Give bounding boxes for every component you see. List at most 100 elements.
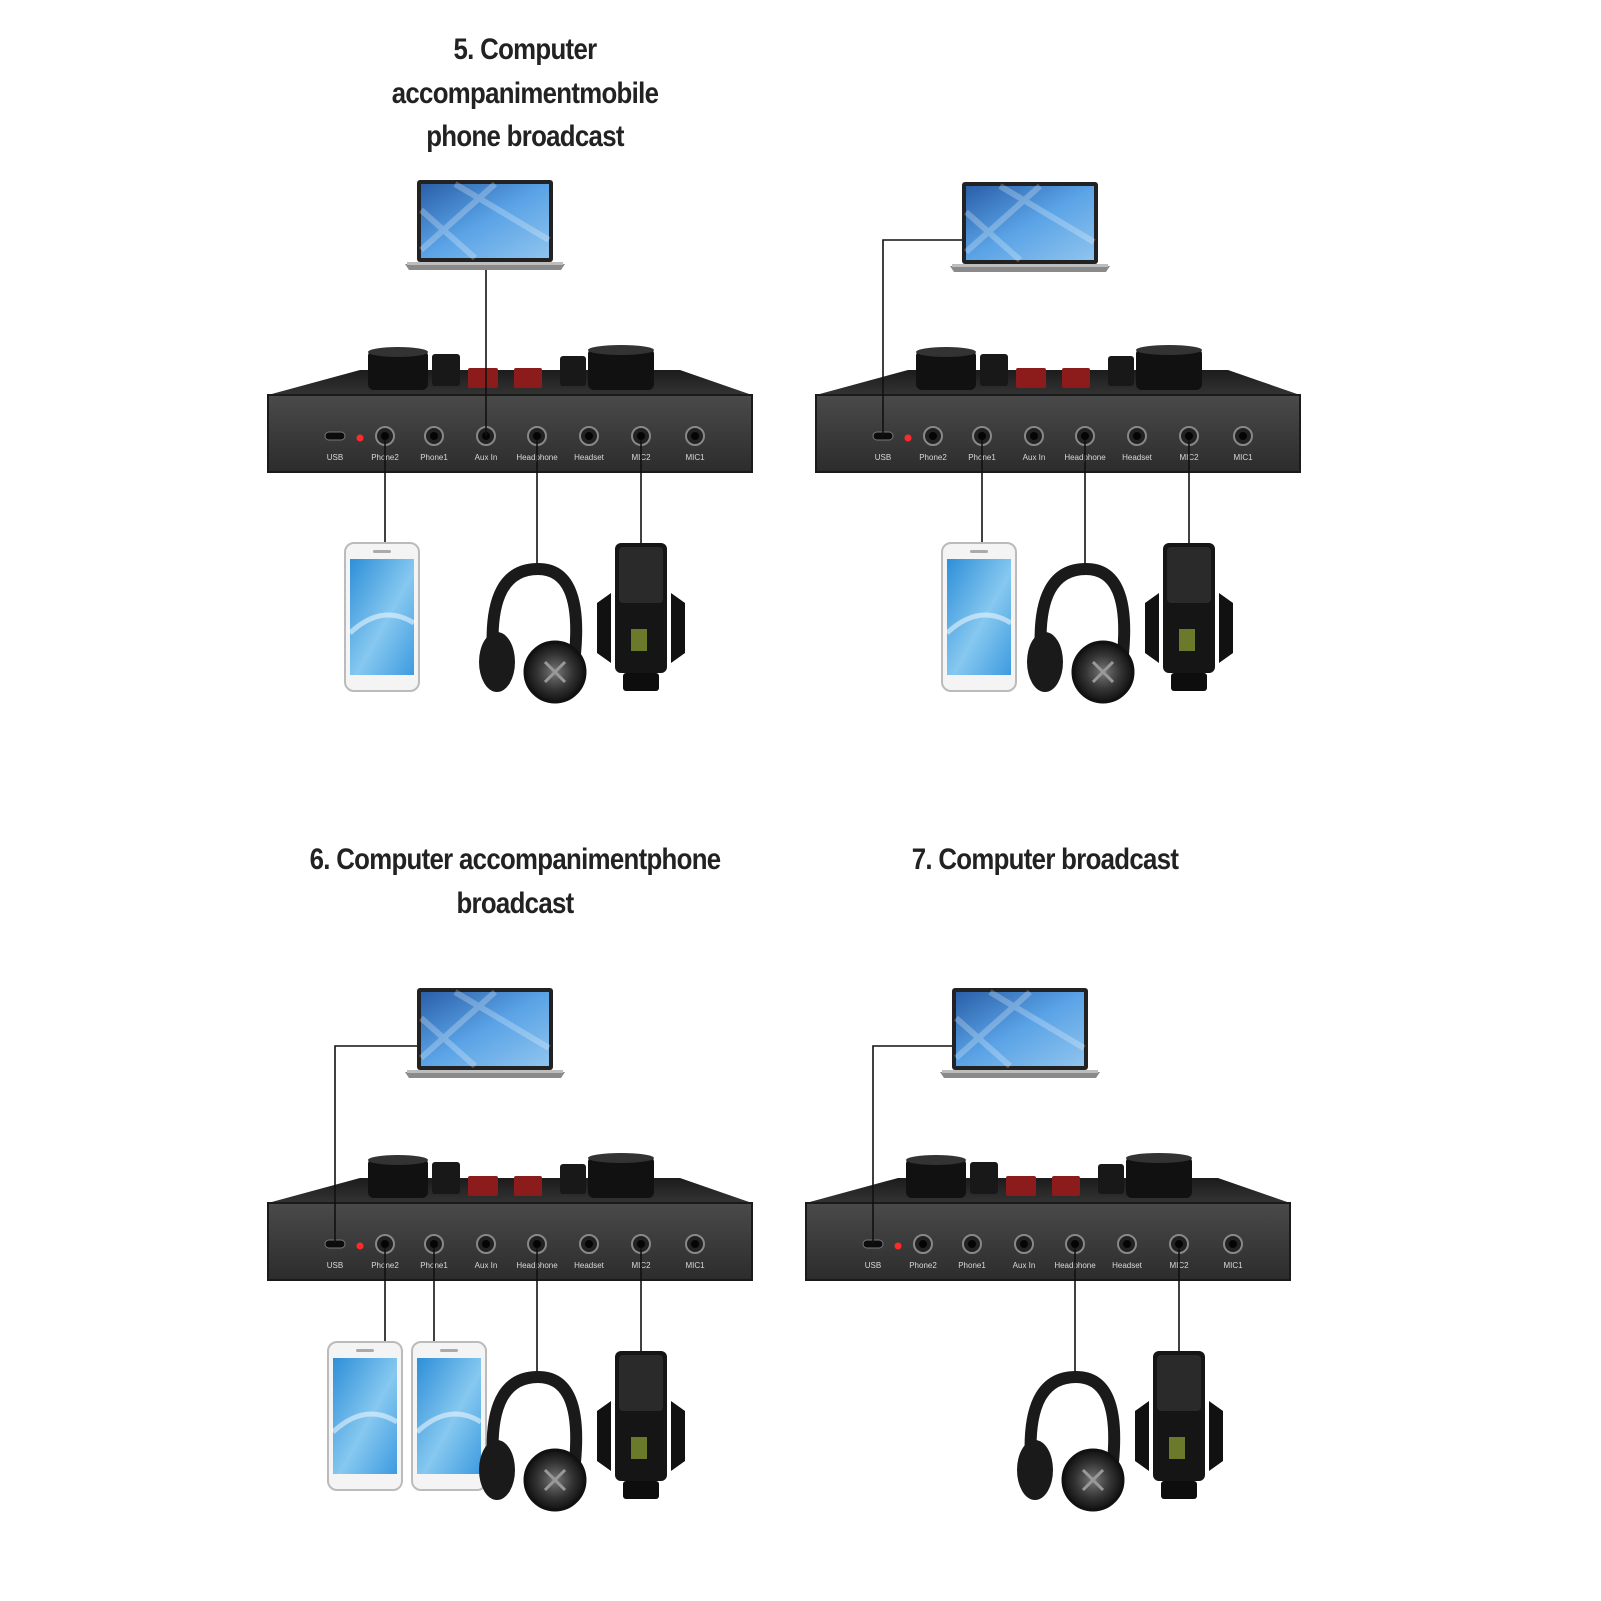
button-red-1 bbox=[468, 368, 498, 388]
power-led bbox=[356, 434, 364, 442]
phone-wallpaper-swoosh bbox=[331, 1411, 399, 1434]
ear-cup-logo bbox=[543, 660, 567, 684]
laptop-screen bbox=[956, 992, 1084, 1066]
port-label: USB bbox=[327, 1261, 343, 1270]
audio-jack-hole bbox=[585, 432, 593, 440]
mic-stand-base bbox=[1171, 673, 1207, 691]
port-label: MIC1 bbox=[685, 453, 705, 462]
button-red-1 bbox=[468, 1176, 498, 1196]
laptop-base bbox=[405, 1072, 565, 1078]
audio-jack-hole bbox=[968, 1240, 976, 1248]
title-setup-6: 6. Computer accompanimentphone broadcast bbox=[309, 843, 722, 920]
mic-display bbox=[631, 1437, 647, 1459]
port-label: Aux In bbox=[1013, 1261, 1036, 1270]
port-label: Headset bbox=[1122, 453, 1153, 462]
port-label: Headset bbox=[574, 1261, 605, 1270]
port-label: MIC1 bbox=[1233, 453, 1253, 462]
audio-jack-hole bbox=[533, 1240, 541, 1248]
port-label: Aux In bbox=[475, 1261, 498, 1270]
laptop-screen-glare bbox=[419, 989, 551, 1069]
shock-mount bbox=[1135, 1401, 1223, 1471]
button-red-2 bbox=[514, 1176, 542, 1196]
audio-jack-hole bbox=[1020, 1240, 1028, 1248]
shock-mount bbox=[597, 1401, 685, 1471]
audio-jack-hole bbox=[1239, 432, 1247, 440]
button-black-2 bbox=[1098, 1164, 1124, 1194]
volume-knob-right bbox=[588, 1156, 654, 1198]
left-ear-cup bbox=[479, 1440, 515, 1500]
ear-cup-logo bbox=[543, 1468, 567, 1492]
phone-speaker bbox=[440, 1349, 458, 1352]
laptop-screen bbox=[966, 186, 1094, 260]
volume-knob-left-cap bbox=[368, 347, 428, 357]
mic-grille bbox=[1167, 547, 1211, 603]
laptop-icon bbox=[940, 988, 1100, 1078]
title-setup-5-line2: phone broadcast bbox=[426, 120, 624, 153]
mic-stand-base bbox=[623, 673, 659, 691]
volume-knob-right bbox=[1126, 1156, 1192, 1198]
device-front-panel bbox=[267, 1202, 753, 1281]
phone-wallpaper-swoosh bbox=[348, 612, 416, 635]
volume-knob-right-cap bbox=[1136, 345, 1202, 355]
button-red-2 bbox=[1052, 1176, 1080, 1196]
audio-jack-hole bbox=[637, 1240, 645, 1248]
mic-stand-base bbox=[1161, 1481, 1197, 1499]
smartphone-icon bbox=[327, 1341, 403, 1491]
volume-knob-right bbox=[1136, 348, 1202, 390]
volume-knob-right-cap bbox=[1126, 1153, 1192, 1163]
cable-laptop-to-usb bbox=[872, 1045, 952, 1244]
button-black-1 bbox=[432, 1162, 460, 1194]
smartphone-icon bbox=[411, 1341, 487, 1491]
port-label: USB bbox=[875, 453, 891, 462]
port-label: Headset bbox=[1112, 1261, 1143, 1270]
audio-jack-hole bbox=[1175, 1240, 1183, 1248]
laptop-hinge bbox=[407, 1070, 563, 1073]
title-setup-7: 7. Computer broadcast bbox=[911, 843, 1179, 876]
device-top-panel bbox=[268, 370, 752, 395]
port-label: MIC1 bbox=[1223, 1261, 1243, 1270]
volume-knob-left-cap bbox=[906, 1155, 966, 1165]
headphones-icon bbox=[479, 1370, 587, 1512]
button-red-1 bbox=[1016, 368, 1046, 388]
laptop-icon bbox=[405, 988, 565, 1078]
shock-mount bbox=[1145, 593, 1233, 663]
smartphone-icon bbox=[941, 542, 1017, 692]
mic-display bbox=[631, 629, 647, 651]
volume-knob-left-cap bbox=[368, 1155, 428, 1165]
audio-jack-hole bbox=[430, 1240, 438, 1248]
button-black-2 bbox=[560, 356, 586, 386]
laptop-screen bbox=[421, 184, 549, 258]
audio-jack-hole bbox=[919, 1240, 927, 1248]
port-label: Headset bbox=[574, 453, 605, 462]
mic-grille bbox=[1157, 1355, 1201, 1411]
device-top-panel bbox=[268, 1178, 752, 1203]
laptop-icon bbox=[405, 180, 565, 270]
volume-knob-left bbox=[368, 1158, 428, 1198]
port-label: Phone1 bbox=[420, 453, 448, 462]
power-led bbox=[904, 434, 912, 442]
volume-knob-left bbox=[368, 350, 428, 390]
button-red-2 bbox=[1062, 368, 1090, 388]
button-black-2 bbox=[560, 1164, 586, 1194]
laptop-screen-glare bbox=[964, 183, 1096, 263]
left-ear-cup bbox=[479, 632, 515, 692]
smartphone-icon bbox=[344, 542, 420, 692]
mic-display bbox=[1179, 629, 1195, 651]
port-label: Aux In bbox=[475, 453, 498, 462]
title-setup-5: 5. Computer accompanimentmobile phone br… bbox=[323, 28, 727, 159]
audio-jack-hole bbox=[637, 432, 645, 440]
audio-jack-hole bbox=[691, 1240, 699, 1248]
audio-jack-hole bbox=[533, 432, 541, 440]
laptop-hinge bbox=[942, 1070, 1098, 1073]
laptop-base bbox=[405, 264, 565, 270]
volume-knob-right-cap bbox=[588, 1153, 654, 1163]
shock-mount bbox=[597, 593, 685, 663]
audio-jack-hole bbox=[1123, 1240, 1131, 1248]
phone-speaker bbox=[970, 550, 988, 553]
port-label: Aux In bbox=[1023, 453, 1046, 462]
volume-knob-left-cap bbox=[916, 347, 976, 357]
audio-jack-hole bbox=[691, 432, 699, 440]
